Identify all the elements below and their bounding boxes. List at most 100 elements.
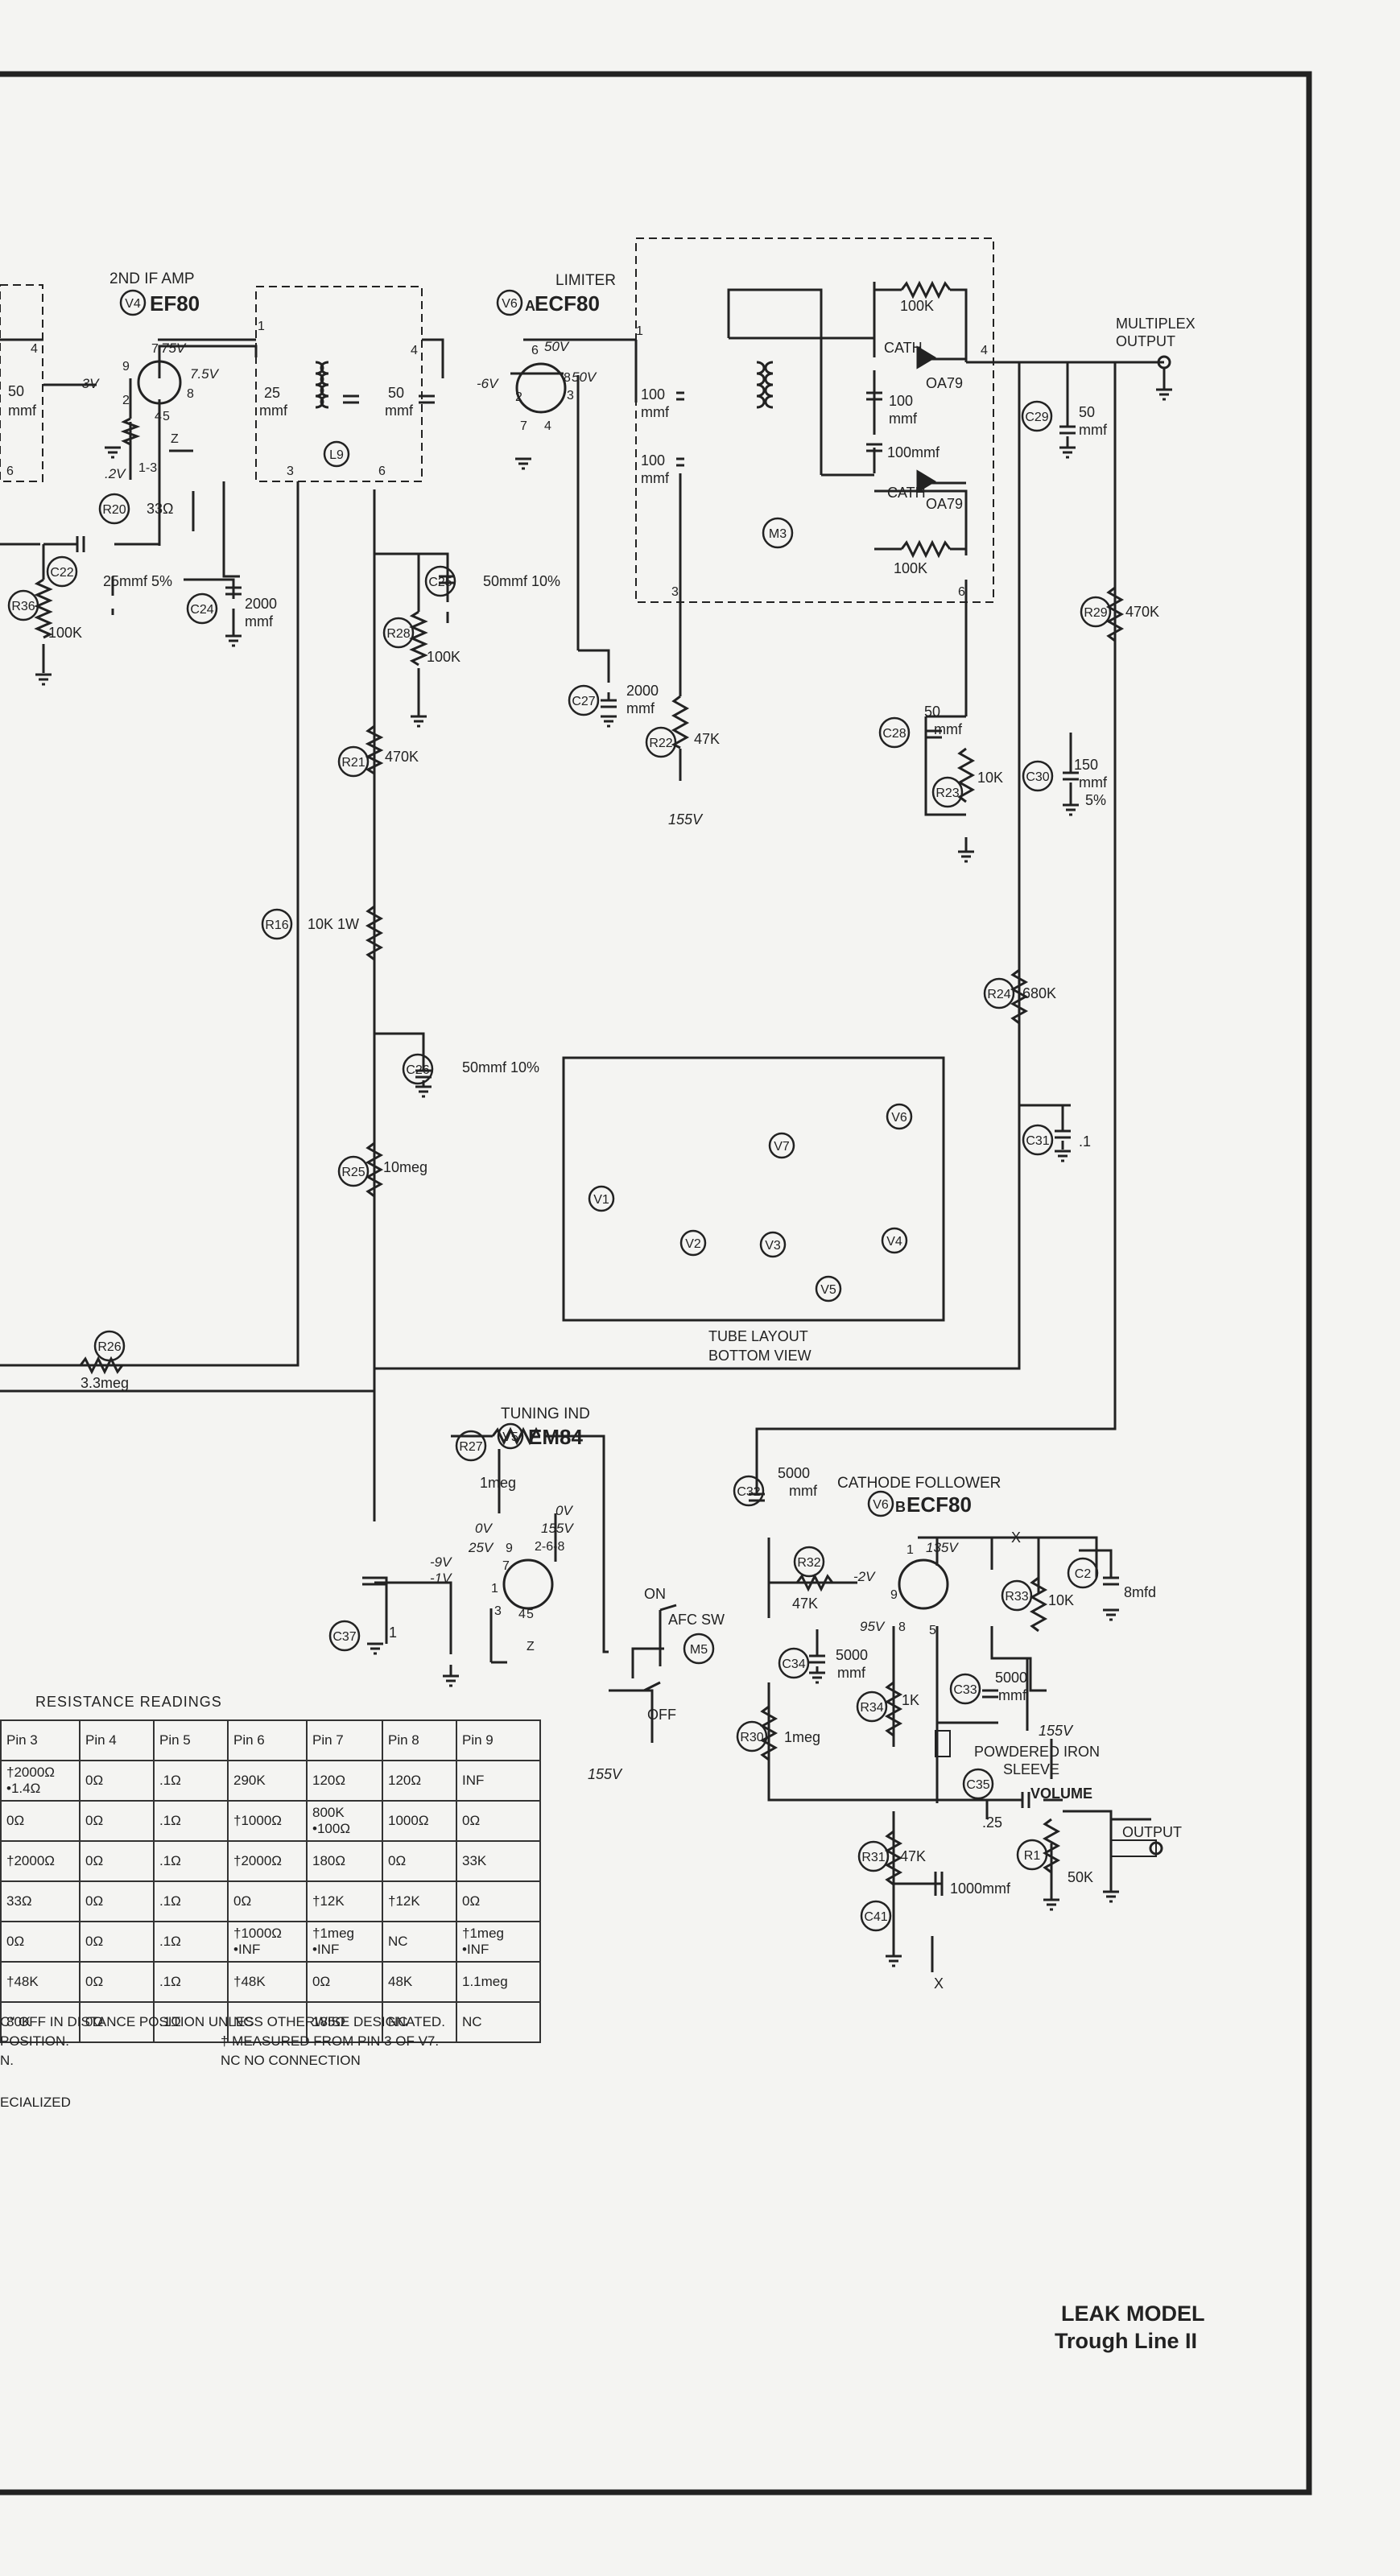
c30-ref: C30 xyxy=(1026,770,1049,784)
schematic-label: 7 xyxy=(520,419,527,433)
c41-ref-circle xyxy=(860,1900,892,1932)
r34-ref-circle xyxy=(856,1690,888,1723)
tube-layout-v5 xyxy=(815,1275,842,1302)
c26-ref: C26 xyxy=(406,1063,429,1077)
v4-tube-type: EF80 xyxy=(150,291,200,316)
v5-tube-type: EM84 xyxy=(528,1425,583,1449)
v4-pin7-voltage: 75V xyxy=(161,341,187,356)
table-cell: .1Ω xyxy=(153,1760,229,1802)
table-cell: NC xyxy=(456,2001,541,2043)
r26-ref: R26 xyxy=(97,1340,121,1354)
v6a-grid-voltage: -6V xyxy=(477,376,499,391)
table-header-row: Pin 3 Pin 4 Pin 5 Pin 6 Pin 7 Pin 8 Pin … xyxy=(0,1719,541,1761)
r1-ref: R1 xyxy=(1024,1849,1041,1863)
x-mark-bottom: X xyxy=(934,1975,944,1992)
table-cell: †1meg •INF xyxy=(306,1921,383,1963)
r1-symbol xyxy=(1042,1818,1061,1874)
if-amp-title: 2ND IF AMP xyxy=(109,270,195,287)
table-cell: 0Ω xyxy=(79,1760,155,1802)
table-cell: †1meg •INF xyxy=(456,1921,541,1963)
c27-value-1: 2000 xyxy=(626,683,659,699)
schematic-label: 3 xyxy=(567,389,574,402)
v4-ref: V4 xyxy=(125,297,141,311)
b-plus-155: 155V xyxy=(668,811,704,828)
r29-ref-circle xyxy=(1080,596,1112,628)
r20-ref: R20 xyxy=(102,503,126,517)
v5-m1: -1V xyxy=(430,1571,452,1586)
v6b-tube-suffix: B xyxy=(895,1499,906,1515)
r26-ref-circle xyxy=(93,1330,126,1362)
schematic-label: V1 xyxy=(593,1193,609,1207)
r33-value: 10K xyxy=(1048,1592,1074,1608)
schematic-label: 4 xyxy=(31,342,38,356)
c32-ref: C32 xyxy=(737,1485,760,1499)
table-cell: 0Ω xyxy=(456,1880,541,1922)
r25-ref-circle xyxy=(337,1155,370,1187)
schematic-label: 8 xyxy=(564,371,571,385)
resistance-table-caption: RESISTANCE READINGS xyxy=(35,1694,222,1710)
l9-shield-box xyxy=(255,286,423,482)
c28-value-2: mmf xyxy=(934,721,963,737)
m5-ref-circle xyxy=(683,1633,715,1665)
tube-layout-v4 xyxy=(881,1227,908,1254)
c2-value: 8mfd xyxy=(1124,1584,1156,1600)
schematic-label: 2-6-8 xyxy=(535,1540,564,1554)
r33-symbol xyxy=(1029,1576,1048,1633)
m3-c1-2: mmf xyxy=(641,404,670,420)
schematic-label: 1 xyxy=(636,324,643,338)
table-cell: NC xyxy=(382,2001,457,2043)
c34-value-1: 5000 xyxy=(836,1647,868,1663)
schematic-label: 1 xyxy=(258,320,265,333)
r26-symbol xyxy=(79,1356,124,1375)
r31-ref: R31 xyxy=(861,1851,885,1864)
schematic-label: 9 xyxy=(506,1542,513,1555)
l9-c1-1: 25 xyxy=(264,385,280,401)
m3-r1: 100K xyxy=(900,298,934,314)
c24-ref-circle xyxy=(186,592,218,625)
c33-ref: C33 xyxy=(953,1683,977,1697)
schematic-label: 6 xyxy=(531,344,539,357)
r21-ref-circle xyxy=(337,745,370,778)
c30-ref-circle xyxy=(1022,760,1054,792)
c2-ref-circle xyxy=(1067,1557,1099,1589)
c30-value-2: mmf xyxy=(1079,774,1108,791)
m3-coil-b xyxy=(764,361,774,409)
v6b-95v: 95V xyxy=(860,1619,886,1634)
table-cell: .1Ω xyxy=(153,2001,229,2043)
m5-ref: M5 xyxy=(690,1643,708,1657)
r36-value: 100K xyxy=(48,625,82,641)
c2-symbol xyxy=(1103,1576,1119,1586)
table-cell: 0Ω xyxy=(79,1921,155,1963)
table-cell: INF xyxy=(456,1760,541,1802)
l9-ref: L9 xyxy=(329,448,344,462)
table-cell: 0Ω xyxy=(79,1961,155,2003)
table-cell: †2000Ω •1.4Ω xyxy=(0,1760,81,1802)
schematic-label: Z xyxy=(171,432,179,446)
table-header: Pin 6 xyxy=(227,1719,308,1761)
r23-value: 10K xyxy=(977,770,1003,786)
b-plus-155-cf: 155V xyxy=(1039,1723,1074,1739)
table-cell: 1000Ω xyxy=(382,1800,457,1842)
r27-value: 1meg xyxy=(480,1475,516,1491)
schematic-label: 9 xyxy=(122,360,130,374)
m3-c3-1: 100 xyxy=(889,393,913,409)
table-cell: 0Ω xyxy=(227,1880,308,1922)
v5-25v: 25V xyxy=(468,1540,494,1555)
title-line-1: LEAK MODEL xyxy=(1061,2301,1205,2326)
m3-c4: 100mmf xyxy=(887,444,940,460)
table-cell: 0Ω xyxy=(79,1880,155,1922)
c33-ref-circle xyxy=(949,1673,981,1705)
schematic-label: 1 xyxy=(491,1582,498,1596)
m3-ref-circle xyxy=(762,517,794,549)
table-cell: 185Ω xyxy=(306,2001,383,2043)
r16-ref: R16 xyxy=(265,919,288,932)
table-cell: †12K xyxy=(306,1880,383,1922)
m3-c2-2: mmf xyxy=(641,470,670,486)
c32-value-1: 5000 xyxy=(778,1465,810,1481)
r27-ref: R27 xyxy=(459,1440,482,1454)
tube-layout-box xyxy=(562,1056,945,1322)
l9-c1-2: mmf xyxy=(259,402,288,419)
